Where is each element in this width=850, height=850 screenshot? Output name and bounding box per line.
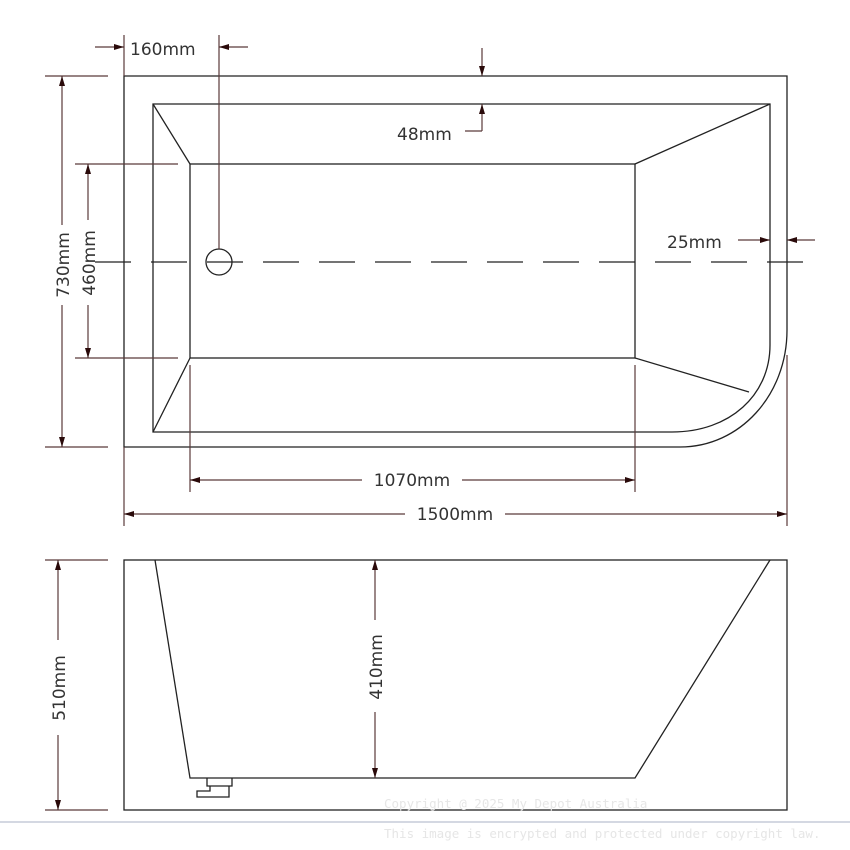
dim-label: 460mm xyxy=(80,230,100,296)
dim-drain-offset: 160mm xyxy=(95,35,248,249)
dim-label: 160mm xyxy=(130,40,196,60)
tub-profile xyxy=(154,559,771,779)
side-outline xyxy=(123,559,788,811)
inner-rim xyxy=(152,103,771,433)
copyright-watermark: Copyright @ 2025 My Depot Australia xyxy=(384,796,647,811)
waste-outlet-icon xyxy=(196,778,233,798)
dim-outer-length: 1500mm xyxy=(123,355,788,526)
dim-label: 48mm xyxy=(397,125,452,145)
dim-label: 510mm xyxy=(50,655,70,721)
outer-outline xyxy=(123,75,788,448)
dim-height: 510mm xyxy=(45,559,108,811)
dim-label: 1500mm xyxy=(417,505,493,525)
tub-floor xyxy=(189,163,636,359)
dim-label: 25mm xyxy=(667,233,722,253)
dim-label: 730mm xyxy=(54,232,74,298)
dim-outer-width: 730mm xyxy=(45,75,108,448)
dim-inner-depth: 410mm xyxy=(367,560,387,778)
dim-rim-top: 48mm xyxy=(397,48,485,145)
dim-rim-right: 25mm xyxy=(667,233,815,253)
dim-label: 1070mm xyxy=(374,471,450,491)
side-view xyxy=(123,559,788,811)
corner-line xyxy=(152,103,771,433)
copyright-notice: This image is encrypted and protected un… xyxy=(384,826,821,841)
dim-floor-width: 460mm xyxy=(75,163,178,359)
dim-label: 410mm xyxy=(367,634,387,700)
dim-floor-length: 1070mm xyxy=(189,365,636,492)
top-view xyxy=(95,75,810,448)
